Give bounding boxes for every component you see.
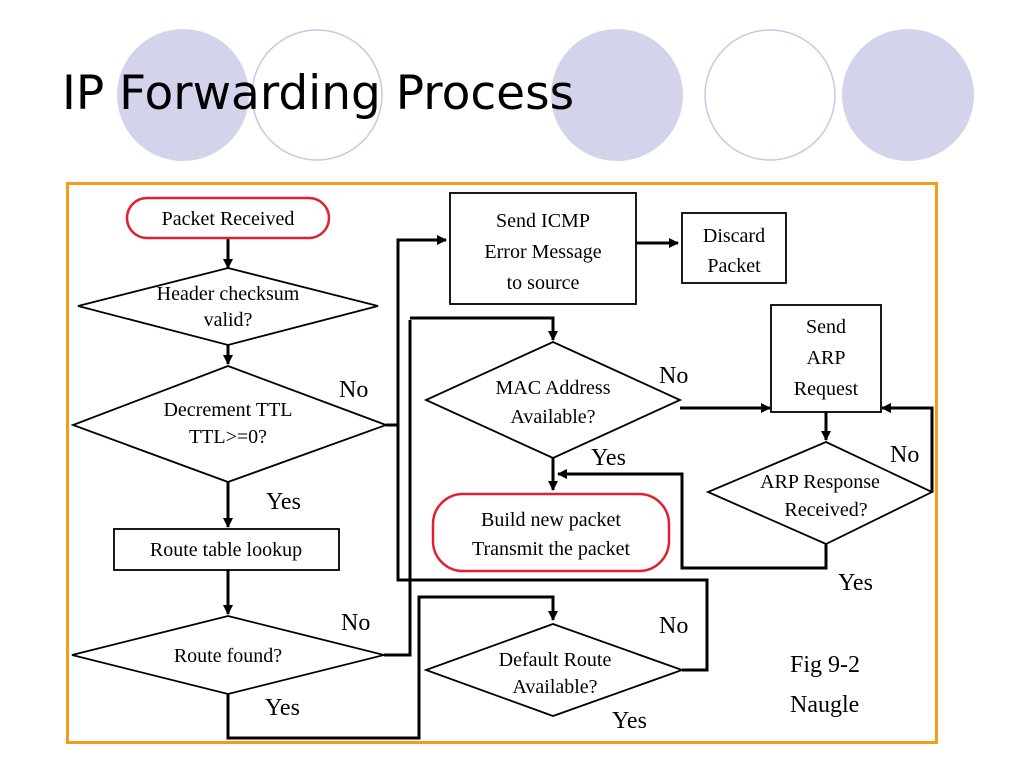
figure-caption-line-1: Fig 9-2: [790, 652, 860, 678]
route-found-decision: [71, 615, 385, 695]
send-icmp-line-1: Send ICMP: [496, 210, 590, 232]
default-route-yes-label: Yes: [612, 708, 647, 734]
discard-line-1: Discard: [703, 225, 765, 247]
packet-received-node: [125, 196, 331, 240]
route-lookup-label: Route table lookup: [150, 539, 302, 561]
send-icmp-line-2: Error Message: [484, 241, 601, 263]
decorative-circles: [117, 29, 974, 161]
send-arp-line-2: ARP: [807, 347, 846, 369]
arp-response-decision: [705, 441, 935, 545]
send-arp-line-1: Send: [806, 316, 846, 338]
mac-no-label: No: [659, 363, 688, 389]
checksum-decision: [77, 267, 379, 346]
arp-response-line-2: Received?: [784, 499, 867, 521]
figure-caption-line-2: Naugle: [790, 692, 859, 718]
route-found-no-label: No: [341, 610, 370, 636]
route-lookup-node: [113, 528, 340, 571]
send-arp-node: [770, 304, 882, 413]
default-route-line-1: Default Route: [499, 649, 612, 671]
arp-yes-label: Yes: [838, 570, 873, 596]
build-packet-line-2: Transmit the packet: [472, 538, 631, 560]
checksum-label-line-2: valid?: [204, 309, 253, 331]
ttl-label-line-2: TTL>=0?: [189, 426, 267, 448]
send-arp-line-3: Request: [794, 378, 859, 400]
default-route-no-label: No: [659, 613, 688, 639]
arp-no-label: No: [890, 442, 919, 468]
default-route-line-2: Available?: [512, 676, 597, 698]
send-icmp-line-3: to source: [507, 272, 580, 294]
mac-label-line-2: Available?: [510, 406, 595, 428]
default-route-decision: [423, 623, 685, 717]
checksum-label-line-1: Header checksum: [157, 283, 300, 305]
packet-received-label: Packet Received: [162, 208, 295, 230]
build-packet-line-1: Build new packet: [481, 509, 621, 531]
route-found-yes-label: Yes: [265, 695, 300, 721]
ttl-decision: [70, 365, 389, 483]
mac-yes-label: Yes: [591, 445, 626, 471]
build-packet-node: [431, 492, 671, 573]
discard-line-2: Packet: [707, 255, 761, 277]
mac-label-line-1: MAC Address: [495, 377, 610, 399]
arp-response-line-1: ARP Response: [760, 471, 880, 493]
slide-title: IP Forwarding Process: [62, 66, 575, 121]
route-found-label: Route found?: [174, 645, 282, 667]
mac-decision: [423, 341, 683, 459]
ttl-yes-label: Yes: [266, 489, 301, 515]
discard-node: [681, 212, 787, 284]
send-icmp-node: [449, 192, 637, 305]
ttl-label-line-1: Decrement TTL: [163, 399, 292, 421]
ttl-no-label: No: [339, 377, 368, 403]
